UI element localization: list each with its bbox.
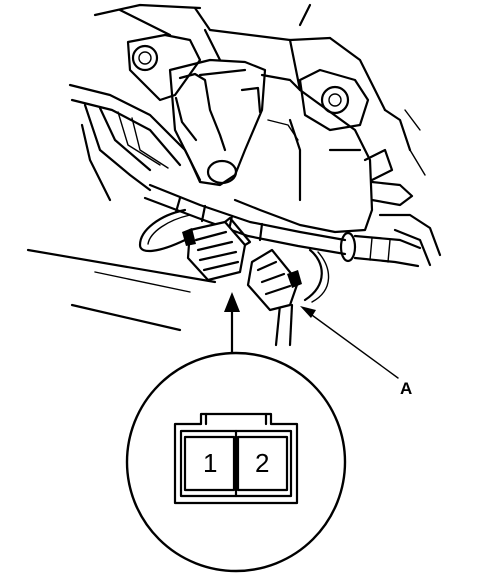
connector-a xyxy=(246,248,302,312)
callout-label: A xyxy=(400,379,412,398)
engine-background xyxy=(26,3,442,332)
connector-face xyxy=(173,412,299,505)
connector-under-test xyxy=(182,216,252,282)
pin-label-1: 1 xyxy=(203,448,217,478)
connector-face-detail: 1 2 xyxy=(125,351,347,573)
pin-label-2: 2 xyxy=(255,448,269,478)
callout-a: A xyxy=(300,306,412,398)
pin-cavity-1 xyxy=(183,435,236,492)
pointer-arrow xyxy=(224,292,240,355)
pin-cavity-2 xyxy=(236,435,289,492)
wire-harness xyxy=(138,183,422,347)
